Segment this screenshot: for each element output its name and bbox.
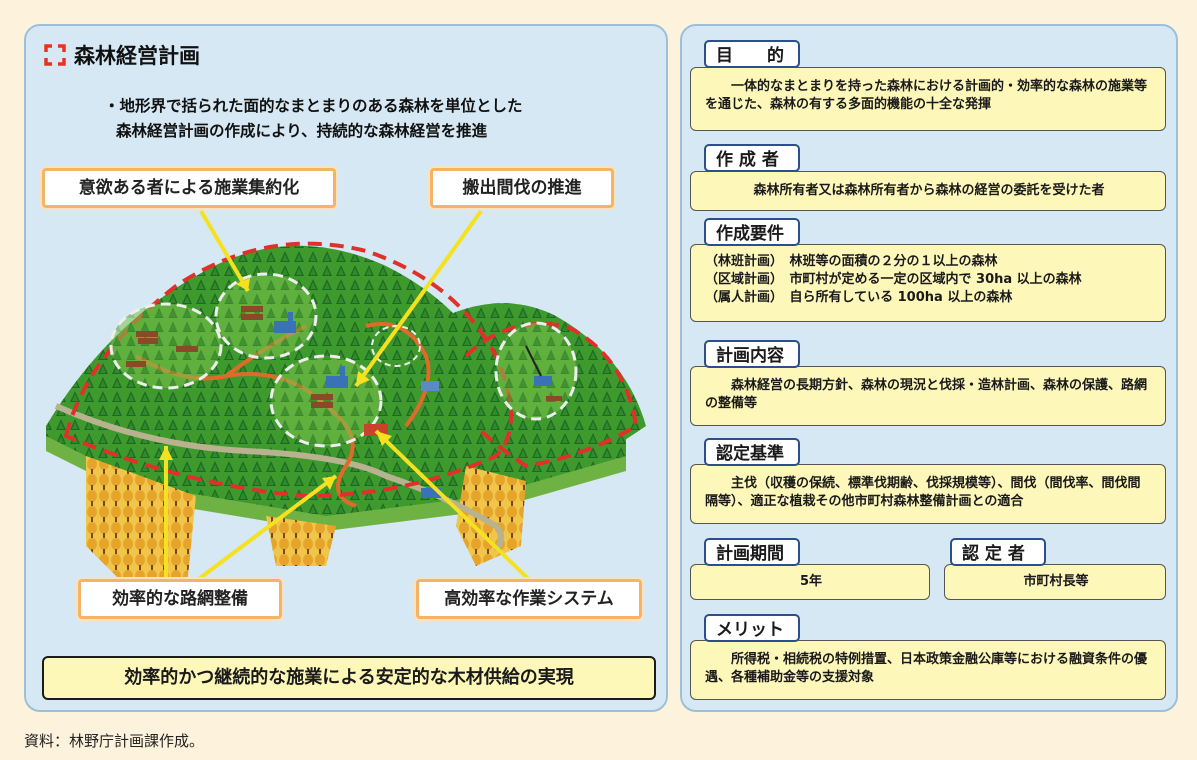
compartment-circle xyxy=(494,321,578,421)
autumn-trees-right xyxy=(456,466,526,566)
forest-illustration xyxy=(46,209,646,606)
approver-text: 市町村長等 xyxy=(1023,574,1089,589)
plan-details-panel: 目 的 一体的なまとまりを持った森林における計画的・効率的な森林の施業等を通じた… xyxy=(680,24,1178,712)
intro-line-1: ・地形界で括られた面的なまとまりのある森林を単位とした xyxy=(104,97,523,115)
intro-line-2: 森林経営計画の作成により、持続的な森林経営を推進 xyxy=(116,122,488,140)
merit-box: 所得税・相続税の特例措置、日本政策金融公庫等における融資条件の優遇、各種補助金等… xyxy=(690,640,1166,700)
criteria-text: 主伐（収穫の保続、標準伐期齢、伐採規模等）、間伐（間伐率、間伐間隔等）、適正な植… xyxy=(705,476,1141,509)
merit-text: 所得税・相続税の特例措置、日本政策金融公庫等における融資条件の優遇、各種補助金等… xyxy=(705,652,1148,685)
merit-heading: メリット xyxy=(704,614,800,642)
autumn-trees-left xyxy=(86,456,196,606)
compartment-circle xyxy=(214,272,318,360)
summary-banner: 効率的かつ継続的な施業による安定的な木材供給の実現 xyxy=(42,656,656,700)
callout-work-system: 高効率な作業システム xyxy=(416,579,642,619)
intro-text: ・地形界で括られた面的なまとまりのある森林を単位とした 森林経営計画の作成により… xyxy=(104,94,523,144)
callout-thinning: 搬出間伐の推進 xyxy=(430,168,614,208)
period-text: 5年 xyxy=(799,574,823,589)
contents-box: 森林経営の長期方針、森林の現況と伐採・造林計画、森林の保護、路網の整備等 xyxy=(690,366,1166,426)
period-heading: 計画期間 xyxy=(704,538,800,566)
period-box: 5年 xyxy=(690,564,930,600)
purpose-heading: 目 的 xyxy=(704,40,800,68)
requirement-row: （林班計画） 林班等の面積の２分の１以上の森林 xyxy=(705,254,998,269)
contents-heading: 計画内容 xyxy=(704,340,800,368)
bracket-icon xyxy=(44,44,66,66)
requirement-row: （属人計画） 自ら所有している 100ha 以上の森林 xyxy=(705,290,1013,305)
forest-plan-panel: 森林経営計画 ・地形界で括られた面的なまとまりのある森林を単位とした 森林経営計… xyxy=(24,24,668,712)
purpose-text: 一体的なまとまりを持った森林における計画的・効率的な森林の施業等を通じた、森林の… xyxy=(705,79,1148,112)
compartment-circle xyxy=(269,354,383,448)
callout-road-network: 効率的な路網整備 xyxy=(78,579,282,619)
criteria-heading: 認定基準 xyxy=(704,438,800,466)
panel-title: 森林経営計画 xyxy=(44,40,200,70)
contents-text: 森林経営の長期方針、森林の現況と伐採・造林計画、森林の保護、路網の整備等 xyxy=(705,378,1148,411)
callout-consolidation: 意欲ある者による施業集約化 xyxy=(42,168,336,208)
forest-road-gray xyxy=(54,403,504,553)
purpose-box: 一体的なまとまりを持った森林における計画的・効率的な森林の施業等を通じた、森林の… xyxy=(690,67,1166,131)
source-note: 資料：林野庁計画課作成。 xyxy=(24,732,205,750)
approver-heading: 認 定 者 xyxy=(950,538,1046,566)
creator-text: 森林所有者又は森林所有者から森林の経営の委託を受けた者 xyxy=(753,183,1105,198)
autumn-trees-mid xyxy=(266,516,336,566)
callout-arrows xyxy=(159,209,548,598)
compartment-circle xyxy=(371,325,421,367)
requirements-box: （林班計画） 林班等の面積の２分の１以上の森林 （区域計画） 市町村が定める一定… xyxy=(690,244,1166,322)
creator-heading: 作 成 者 xyxy=(704,144,800,172)
compartment-circle xyxy=(109,302,223,390)
work-road-orange xyxy=(134,322,431,508)
approver-box: 市町村長等 xyxy=(944,564,1166,600)
forest-boundary-main xyxy=(63,241,513,499)
log-piles xyxy=(126,306,562,408)
requirements-heading: 作成要件 xyxy=(704,218,800,246)
creator-box: 森林所有者又は森林所有者から森林の経営の委託を受けた者 xyxy=(690,171,1166,211)
panel-title-text: 森林経営計画 xyxy=(74,44,200,68)
criteria-box: 主伐（収穫の保続、標準伐期齢、伐採規模等）、間伐（間伐率、間伐間隔等）、適正な植… xyxy=(690,464,1166,524)
requirement-row: （区域計画） 市町村が定める一定の区域内で 30ha 以上の森林 xyxy=(705,272,1082,287)
